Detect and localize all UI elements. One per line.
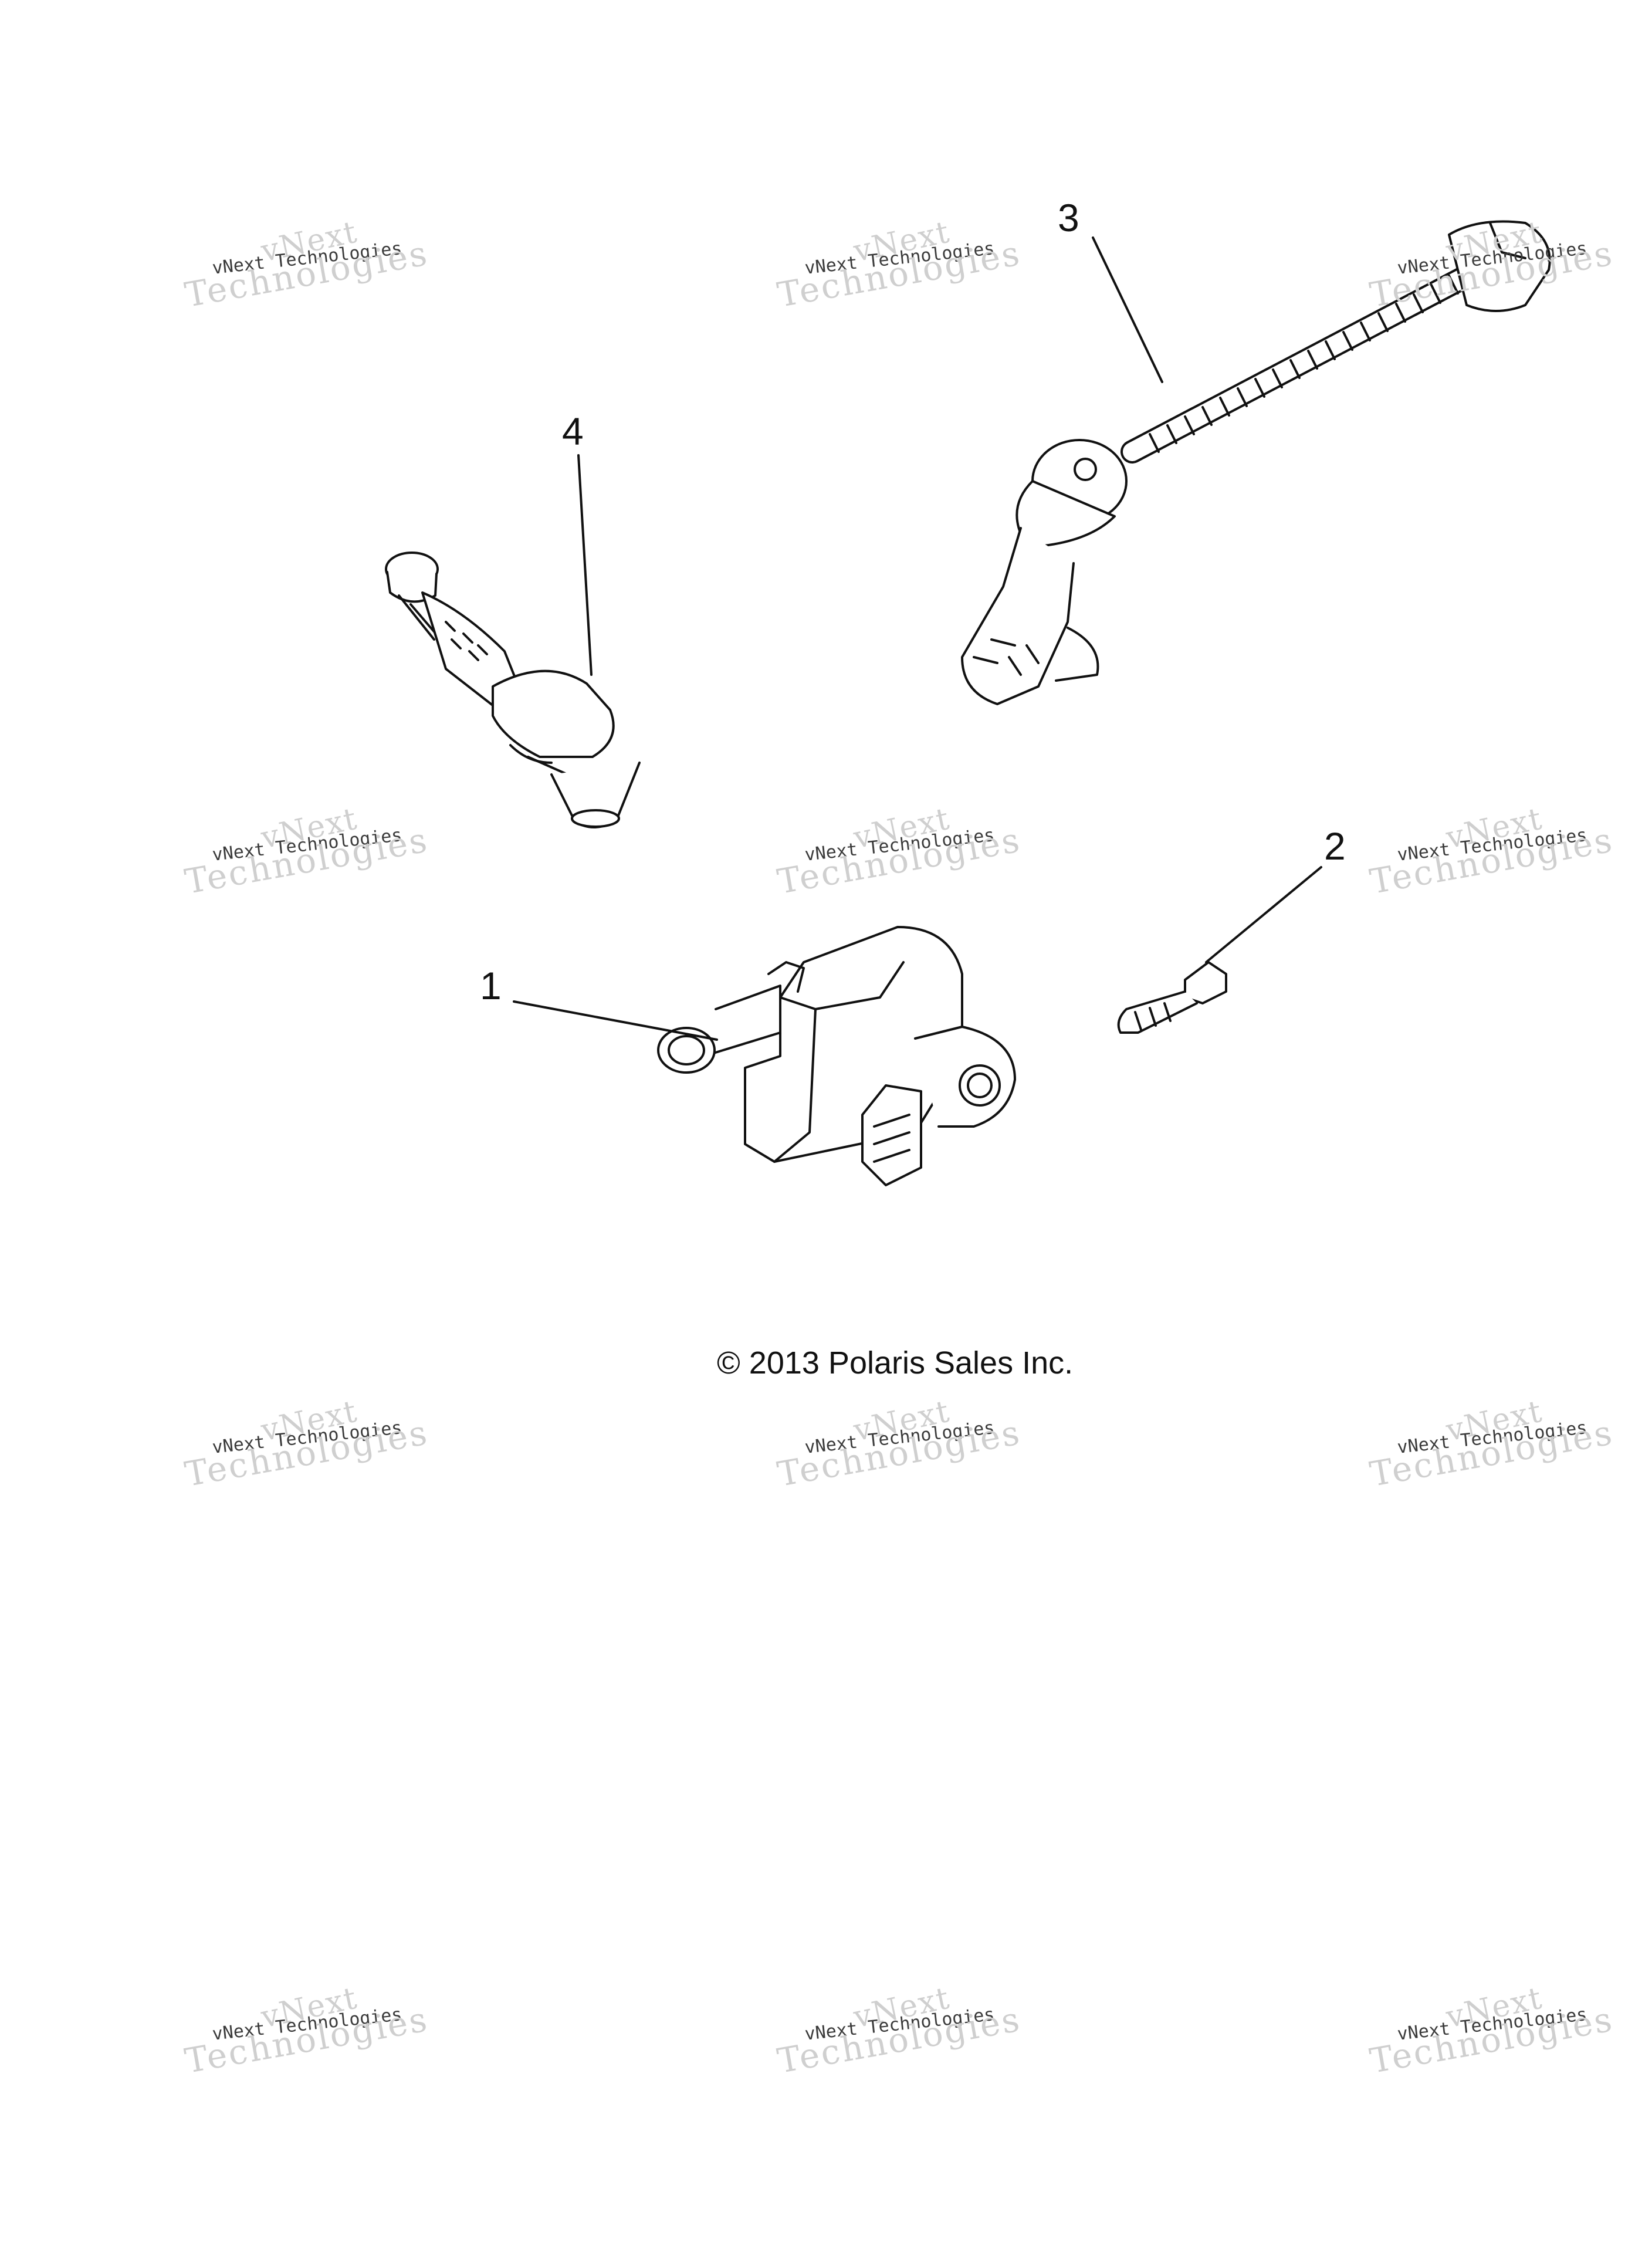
copyright-notice: © 2013 Polaris Sales Inc.: [717, 1345, 1074, 1381]
callout-4: 4: [562, 410, 584, 453]
leader-line-3: [1092, 236, 1163, 383]
spark-plug-part-4: [385, 552, 641, 828]
bolt-part-2: [1117, 961, 1227, 1034]
callout-3: 3: [1058, 196, 1079, 239]
callout-1: 1: [480, 964, 502, 1007]
leader-line-4: [577, 454, 593, 676]
leader-line-2: [1205, 866, 1322, 963]
sensor-lead-part-3: [961, 220, 1551, 705]
leader-line-1: [513, 1000, 718, 1041]
callout-2: 2: [1324, 824, 1346, 868]
ignition-coil-part-1: [657, 926, 1016, 1186]
